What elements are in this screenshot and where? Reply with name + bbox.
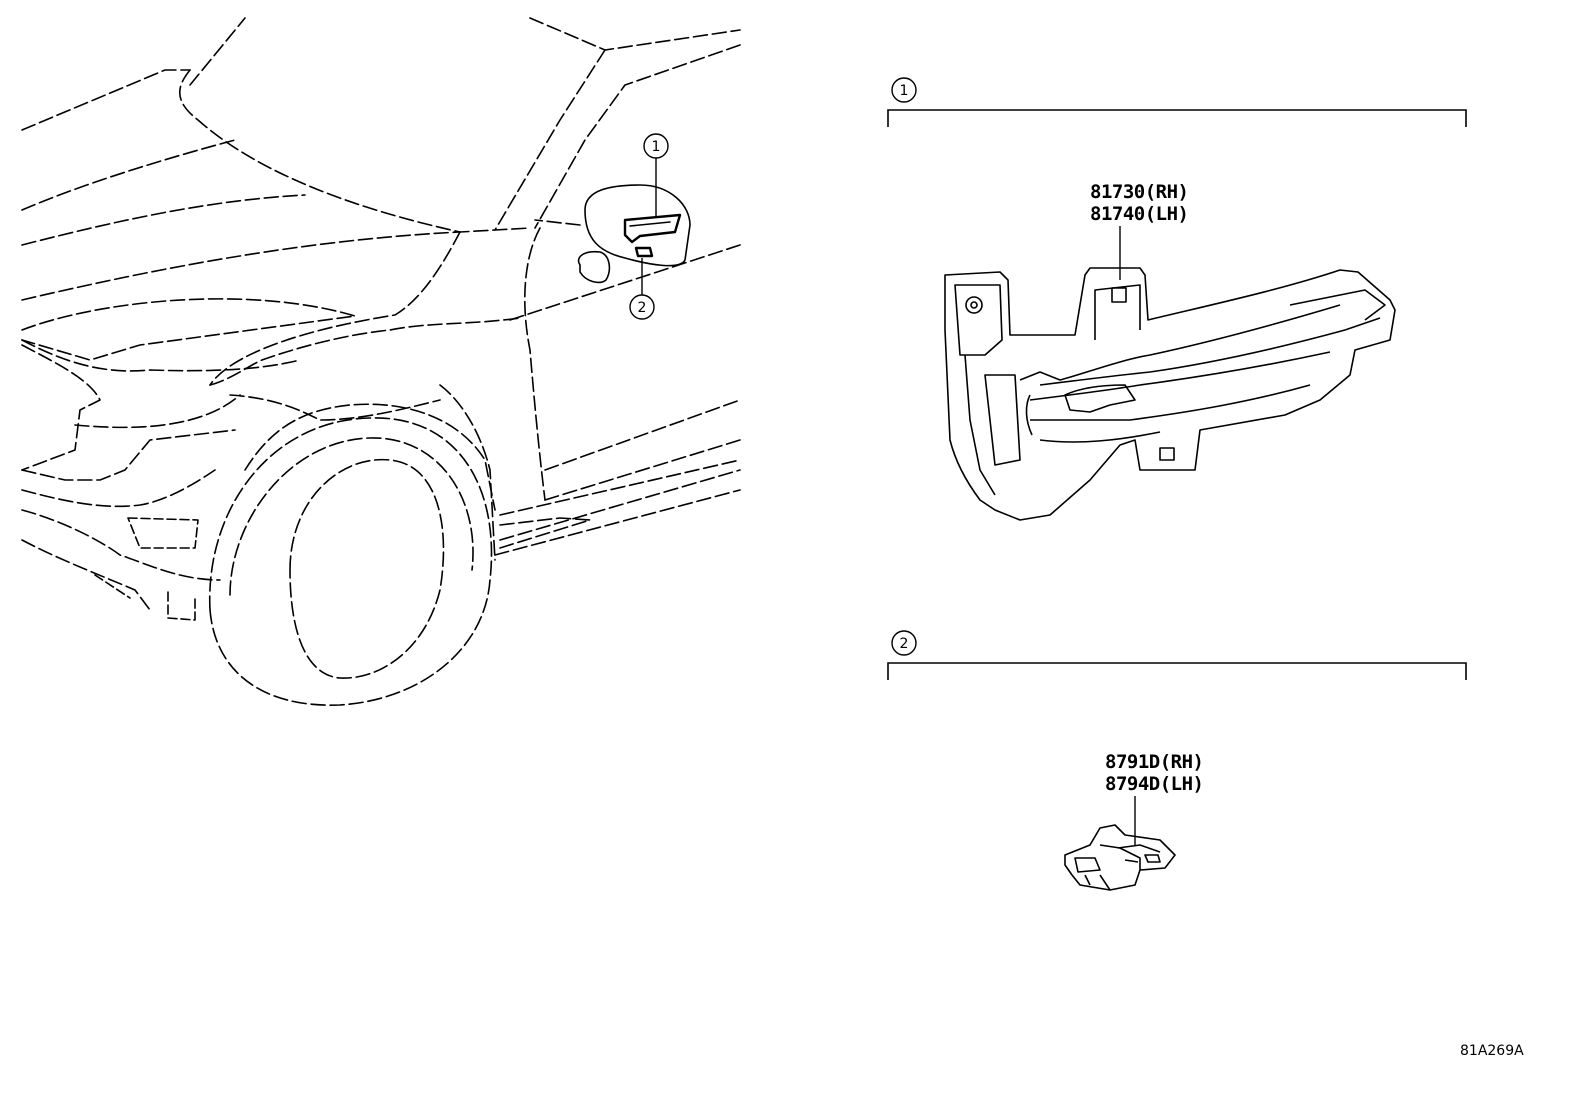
side-turn-signal-lamp-part (944, 267, 1396, 521)
part-number-81740-lh[interactable]: 81740(LH) (1090, 203, 1189, 225)
part-number-81730-rh[interactable]: 81730(RH) (1090, 181, 1189, 203)
callout-1-marker: 1 (643, 133, 669, 218)
vehicle-front-quarter-illustration (21, 17, 741, 706)
callout-1-number: 1 (652, 139, 661, 155)
group-1-section: 1 81730(RH) 81740(LH) (887, 77, 1467, 280)
part-number-8791d-rh[interactable]: 8791D(RH) (1105, 751, 1204, 773)
part-number-8794d-lh[interactable]: 8794D(LH) (1105, 773, 1204, 795)
group-2-number: 2 (900, 636, 909, 652)
callout-2-marker: 2 (629, 258, 655, 320)
group-2-section: 2 8791D(RH) 8794D(LH) (887, 630, 1467, 845)
callout-2-number: 2 (638, 300, 647, 316)
mirror-turn-signal-location (623, 213, 682, 258)
lamp-bracket-part (1064, 824, 1176, 891)
diagram-id: 81A269A (1460, 1043, 1524, 1059)
group-1-number: 1 (900, 83, 909, 99)
